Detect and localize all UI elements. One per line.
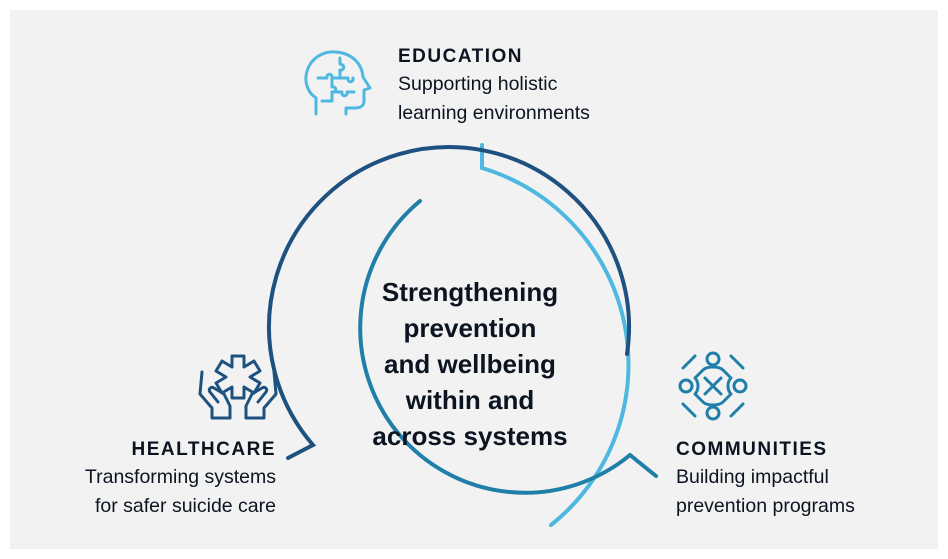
education-description-line: Supporting holistic — [398, 73, 558, 95]
healthcare-node: HEALTHCARE Transforming systems for safe… — [20, 437, 276, 521]
healthcare-connector-arc — [267, 145, 631, 460]
central-statement-line: prevention — [403, 313, 537, 343]
communities-description-line: Building impactful — [676, 466, 829, 488]
communities-connector-hook — [628, 453, 658, 478]
hands-medical-star-icon — [198, 354, 278, 420]
communities-node: COMMUNITIES Building impactful preventio… — [676, 437, 855, 521]
education-node: EDUCATION Supporting holistic learning e… — [398, 44, 590, 128]
education-description-line: learning environments — [398, 102, 590, 124]
central-statement-line: Strengthening — [381, 277, 559, 307]
people-circle-icon — [678, 351, 748, 421]
healthcare-description-line: Transforming systems — [84, 466, 276, 488]
education-title: EDUCATION — [398, 46, 524, 67]
central-statement: Strengthening prevention and wellbeing w… — [335, 274, 605, 454]
central-statement-line: within and — [405, 385, 535, 415]
communities-description-line: prevention programs — [676, 495, 855, 517]
healthcare-title: HEALTHCARE — [131, 439, 276, 460]
head-puzzle-icon — [304, 50, 372, 116]
communities-title: COMMUNITIES — [676, 439, 828, 460]
education-connector-arc — [480, 143, 631, 527]
central-statement-line: and wellbeing — [384, 349, 556, 379]
diagram-background — [10, 10, 938, 549]
healthcare-description-line: for safer suicide care — [95, 495, 276, 517]
communities-connector-arc — [358, 199, 632, 495]
central-statement-line: across systems — [372, 421, 568, 451]
